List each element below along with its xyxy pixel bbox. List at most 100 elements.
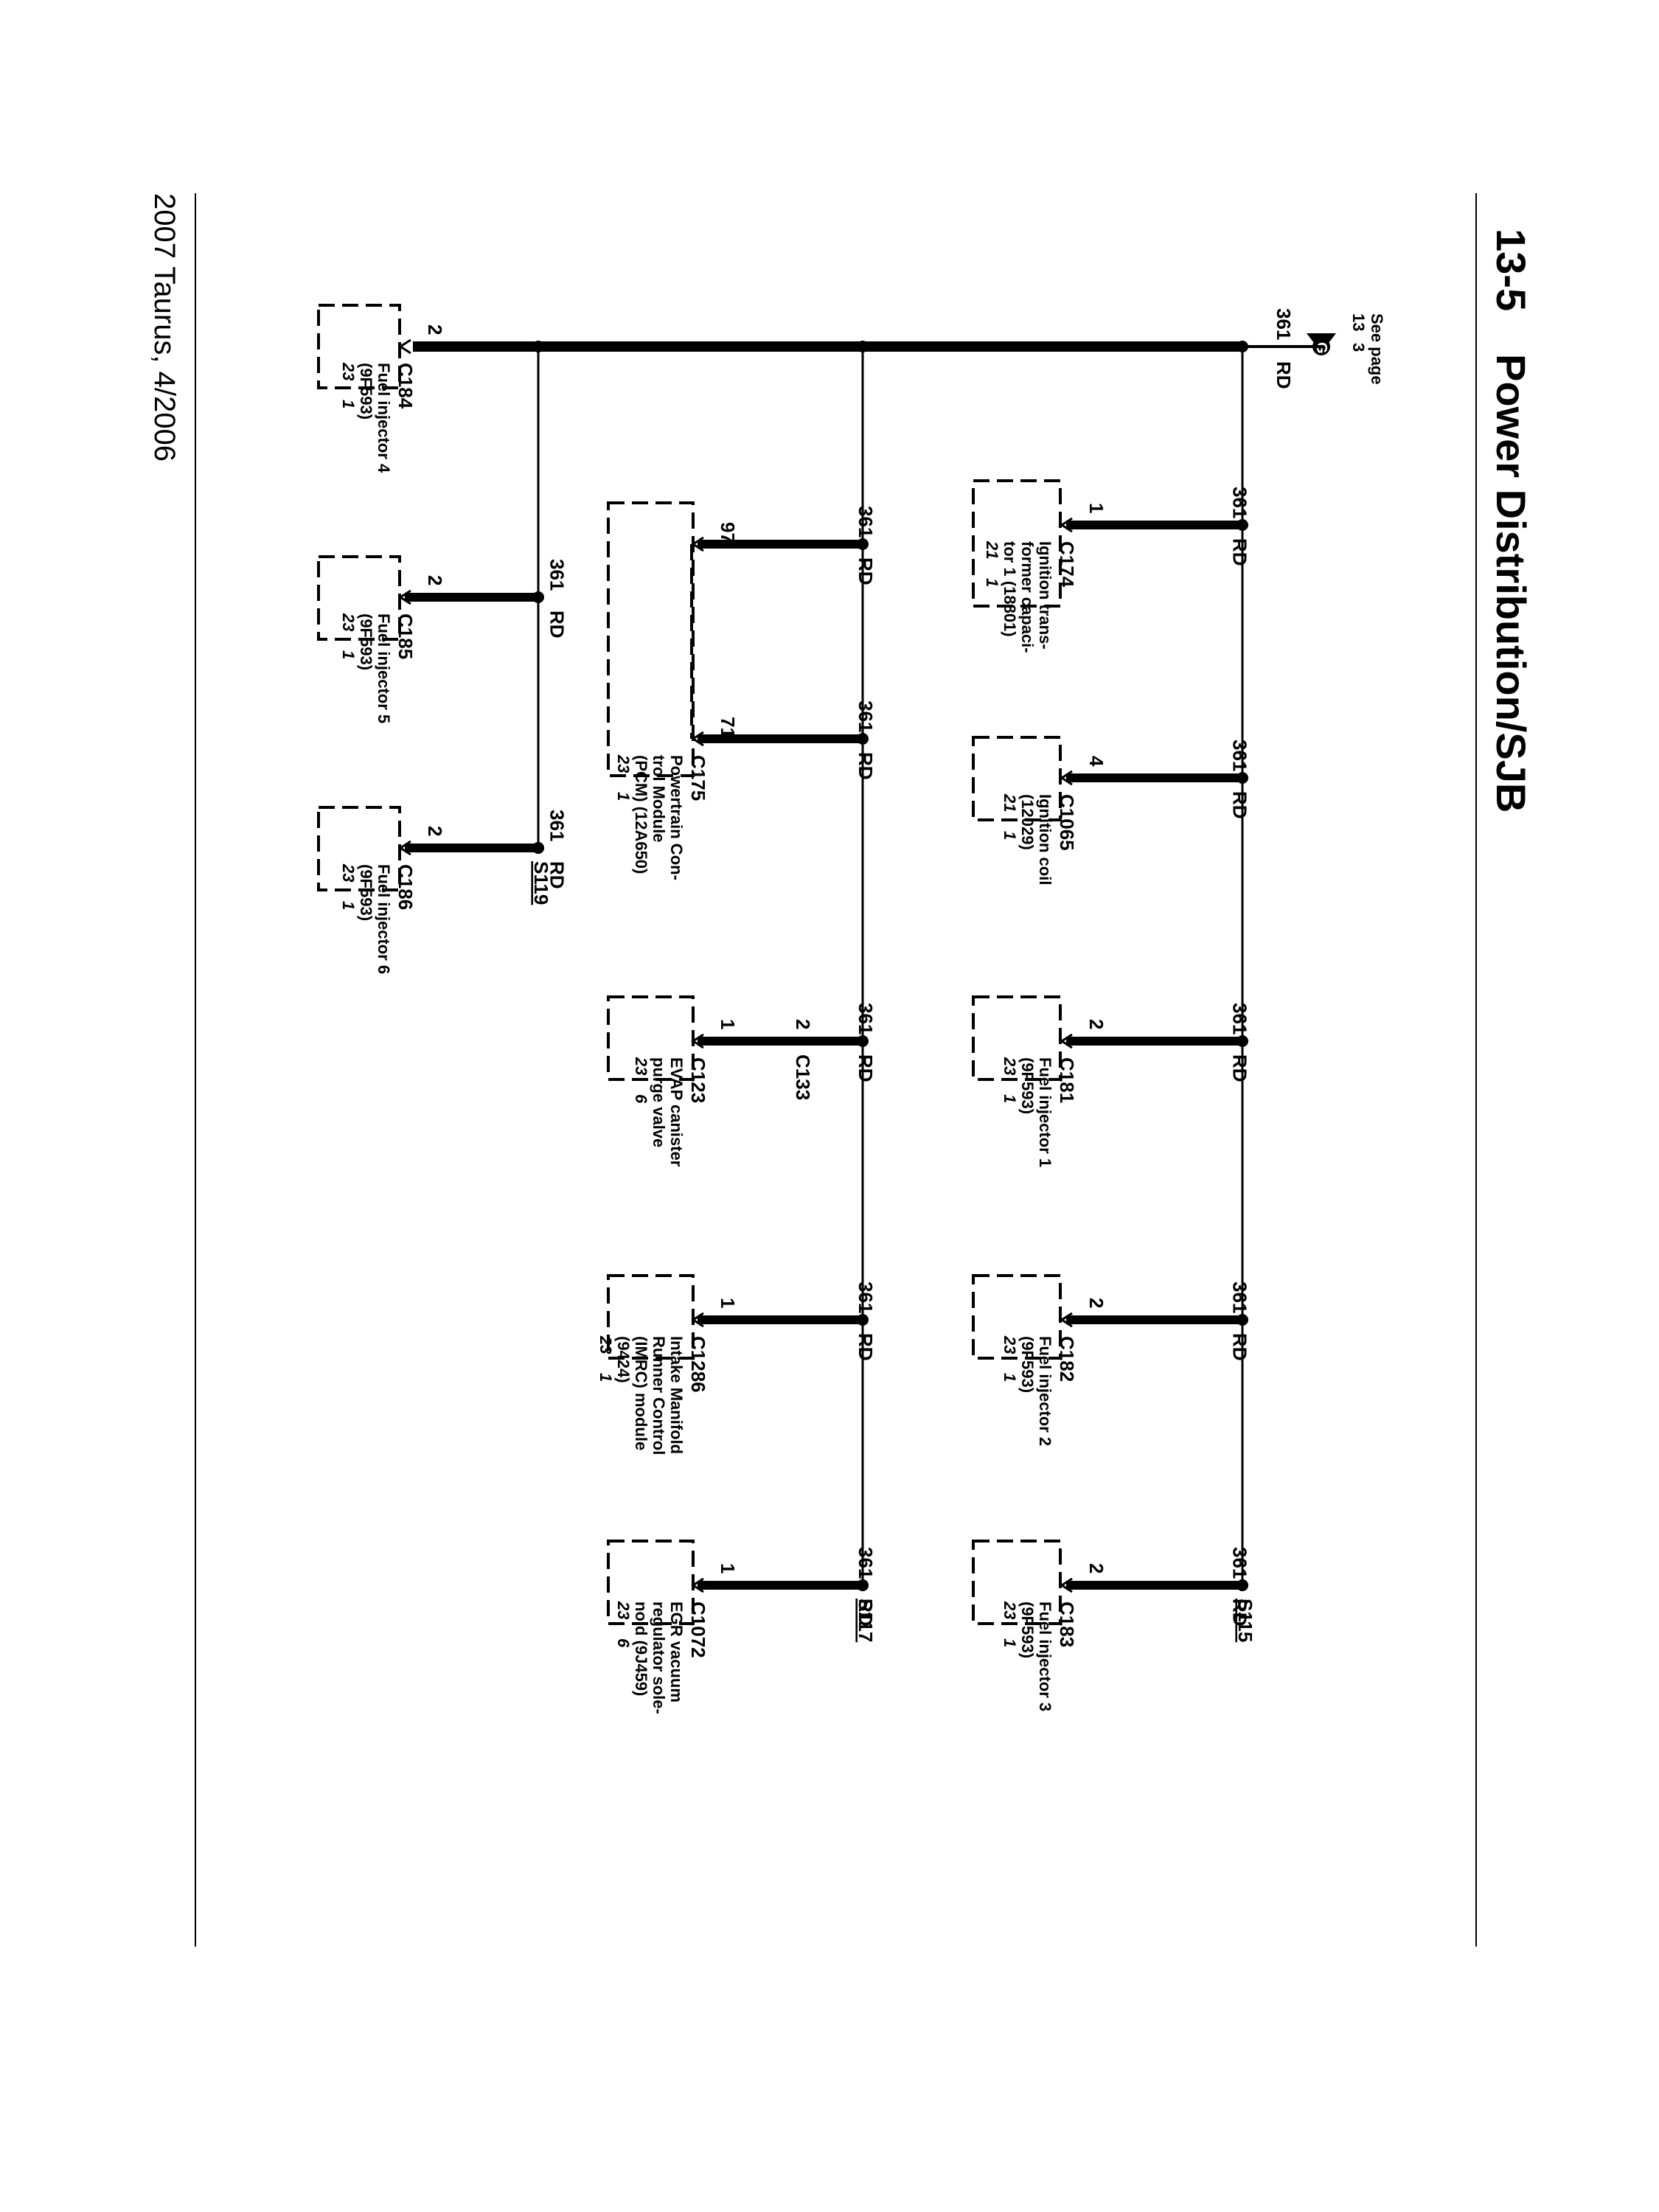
connector-label: C1072 — [687, 1601, 709, 1658]
component-box — [607, 501, 695, 777]
component-description: (9F593) — [357, 613, 375, 670]
component-description: Fuel injector 4 — [375, 363, 393, 473]
source-connector: G See page 13 3 — [1307, 313, 1386, 385]
junction-dot — [532, 591, 544, 603]
wire-circuit: 361 — [855, 1547, 877, 1579]
component-description: Intake Manifold — [667, 1336, 686, 1454]
component-description: (9F593) — [1018, 1336, 1037, 1393]
wire-color: RD — [1229, 1599, 1251, 1627]
location-code: 1 — [1001, 1094, 1019, 1103]
location-code: 1 — [339, 400, 358, 408]
wire-color: RD — [855, 1333, 877, 1361]
component-c1065 — [972, 736, 1248, 821]
location-code: 1 — [983, 578, 1001, 587]
component-description: (12029) — [1018, 794, 1037, 850]
inline-connector-label: C133 — [792, 1054, 814, 1100]
wire-color: RD — [546, 611, 568, 639]
component-description: regulator sole- — [650, 1601, 668, 1714]
component-description: trol Module — [650, 755, 668, 843]
component-box — [972, 995, 1062, 1081]
wire-circuit: 361 — [855, 1281, 877, 1313]
component-box — [972, 1540, 1062, 1625]
location-code: 1 — [339, 901, 358, 910]
connector-label: C1286 — [687, 1336, 709, 1393]
connector-label: C182 — [1056, 1336, 1078, 1382]
component-c182 — [972, 1274, 1248, 1360]
inline-pin-number: 2 — [792, 1019, 814, 1029]
component-description: EGR vacuum — [667, 1601, 686, 1703]
connector-pin-icon — [398, 338, 411, 355]
component-description: Fuel injector 3 — [1036, 1601, 1054, 1711]
wire-color: RD — [855, 557, 877, 585]
junction-dot — [857, 341, 869, 352]
location-code: 1 — [1001, 831, 1019, 840]
see-page-grid: 3 — [1349, 343, 1368, 352]
see-page-label: See page — [1368, 313, 1386, 385]
wire-circuit: 361 — [855, 1003, 877, 1034]
connector-label: C175 — [687, 755, 709, 801]
pin-number: 2 — [424, 826, 446, 836]
pin-number: 1 — [1085, 503, 1107, 513]
wire-circuit: 361 — [546, 810, 568, 841]
location-code: 23 — [614, 1601, 633, 1619]
location-code: 6 — [632, 1094, 650, 1104]
component-box — [607, 995, 695, 1081]
pin-number: 2 — [1085, 1563, 1107, 1573]
component-description: (9F593) — [1018, 1057, 1037, 1114]
pin-number: 97 — [717, 522, 739, 543]
page-number: 13-5 — [1488, 229, 1534, 311]
wire-color: RD — [546, 861, 568, 889]
component-description: Fuel injector 5 — [375, 613, 393, 723]
location-code: 23 — [632, 1057, 650, 1075]
component-description: tor 1 (18801) — [1001, 541, 1019, 637]
connector-label: C174 — [1056, 541, 1078, 588]
location-code: 1 — [614, 792, 633, 801]
junction-dot — [857, 1035, 869, 1047]
component-description: Fuel injector 1 — [1036, 1057, 1054, 1167]
connector-label: C184 — [394, 363, 417, 409]
wire-circuit: 361 — [546, 559, 568, 591]
component-box — [317, 555, 401, 641]
location-code: 23 — [1001, 1335, 1019, 1354]
component-description: Runner Control — [650, 1336, 668, 1455]
component-description: (IMRC) module — [632, 1336, 650, 1450]
component-description: Ignition trans- — [1036, 541, 1054, 650]
component-c1072 — [607, 1540, 869, 1625]
component-box — [607, 1540, 695, 1625]
connector-label: C1065 — [1056, 794, 1078, 851]
location-code: 21 — [1001, 793, 1019, 812]
component-c181 — [972, 995, 1248, 1081]
wire-color: RD — [1229, 791, 1251, 819]
wire-color: RD — [855, 752, 877, 780]
page-header: 13-5 Power Distribution/SJB — [1488, 229, 1534, 813]
location-code: 23 — [339, 362, 358, 380]
pin-number: 1 — [717, 1019, 739, 1029]
wire-color: RD — [855, 1054, 877, 1082]
pin-number: 2 — [1085, 1019, 1107, 1029]
junction-dot — [1237, 1314, 1248, 1326]
connector-label: C123 — [687, 1057, 709, 1103]
wire-circuit: 361 — [855, 506, 877, 538]
wire-circuit: 361 — [1229, 1003, 1251, 1034]
junction-dot — [857, 538, 869, 550]
junction-dot — [1237, 772, 1248, 784]
junction-dot — [1237, 519, 1248, 531]
junction-dot — [532, 842, 544, 854]
main-wire-color: RD — [1273, 361, 1295, 389]
component-description: Ignition coil — [1036, 794, 1054, 885]
location-code: 23 — [1001, 1057, 1019, 1075]
component-c123 — [607, 995, 869, 1081]
connector-label: C183 — [1056, 1601, 1078, 1647]
location-code: 23 — [614, 754, 633, 773]
pin-number: 1 — [717, 1298, 739, 1308]
component-description: former capaci- — [1018, 541, 1037, 653]
pin-number: 2 — [1085, 1298, 1107, 1308]
splice-s115-label: S115 — [1234, 1599, 1256, 1642]
location-code: 6 — [614, 1638, 633, 1648]
wire-color: RD — [855, 1599, 877, 1627]
wire-color: RD — [1229, 1054, 1251, 1082]
component-c1286 — [607, 1274, 869, 1360]
component-description: (9F593) — [357, 363, 375, 420]
pin-number: 2 — [424, 575, 446, 585]
